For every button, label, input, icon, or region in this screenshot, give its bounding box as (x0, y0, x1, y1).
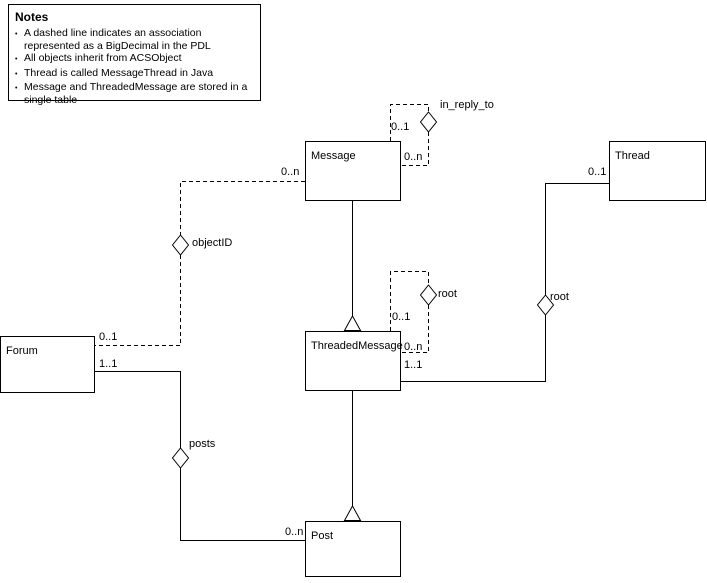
multiplicity-message-in-reply-to-children: 0..n (404, 151, 423, 163)
entity-post: Post (305, 521, 401, 577)
association-label-posts: posts (189, 438, 216, 450)
note-text: A dashed line indicates an association r… (24, 27, 211, 52)
multiplicity-thread-root: 0..1 (588, 166, 607, 178)
note-text: Message and ThreadedMessage are stored i… (24, 81, 248, 106)
notes-title: Notes (15, 10, 49, 24)
entity-forum: Forum (0, 336, 95, 393)
in-reply-to-association-line-lower (401, 132, 429, 166)
objectid-association-line-lower (95, 255, 181, 346)
entity-threaded-message: ThreadedMessage (305, 331, 403, 391)
entity-thread: Thread (609, 141, 706, 201)
bullet-icon: • (15, 56, 18, 63)
association-label-objectid: objectID (192, 237, 233, 249)
note-item: • All objects inherit from ACSObject (15, 52, 254, 67)
root-solid-association-line-lower (401, 315, 546, 382)
multiplicity-forum-objectid: 0..1 (99, 331, 118, 343)
notes-box: Notes • A dashed line indicates an assoc… (8, 4, 261, 106)
note-text: Thread is called MessageThread in Java (24, 66, 214, 79)
root-dashed-association-line-upper (390, 271, 429, 331)
multiplicity-message-objectid: 0..n (281, 166, 300, 178)
objectid-diamond (171, 234, 190, 256)
posts-diamond (171, 447, 190, 469)
multiplicity-post-posts: 0..n (285, 526, 304, 538)
generalization-triangle-post (343, 504, 362, 521)
objectid-association-line-upper (180, 181, 305, 235)
in-reply-to-diamond (419, 111, 438, 133)
generalization-triangle-threadedmessage (343, 314, 362, 331)
entity-message: Message (305, 141, 401, 201)
association-label-root-solid: root (550, 291, 569, 303)
bullet-icon: • (15, 85, 18, 92)
note-item: • Message and ThreadedMessage are stored… (15, 81, 254, 106)
root-dashed-diamond (419, 284, 438, 306)
multiplicity-threaded-message-root-parent: 0..1 (392, 311, 411, 323)
multiplicity-message-in-reply-to-parent: 0..1 (391, 121, 410, 133)
multiplicity-threaded-message-thread: 1..1 (404, 359, 423, 371)
bullet-icon: • (15, 70, 18, 78)
posts-association-line-upper (95, 371, 181, 448)
bullet-icon: • (15, 31, 18, 38)
root-solid-association-line-upper (545, 183, 609, 295)
multiplicity-forum-posts: 1..1 (99, 358, 118, 370)
note-text: All objects inherit from ACSObject (24, 52, 182, 64)
root-dashed-association-line-lower (401, 305, 429, 353)
multiplicity-threaded-message-root-children: 0..n (404, 341, 423, 353)
posts-association-line-lower (180, 468, 305, 541)
association-label-in-reply-to: in_reply_to (440, 99, 494, 111)
in-reply-to-association-line-upper (390, 104, 429, 141)
note-item: • Thread is called MessageThread in Java (15, 67, 254, 82)
note-item: • A dashed line indicates an association… (15, 27, 254, 52)
association-label-root-dashed: root (438, 288, 457, 300)
